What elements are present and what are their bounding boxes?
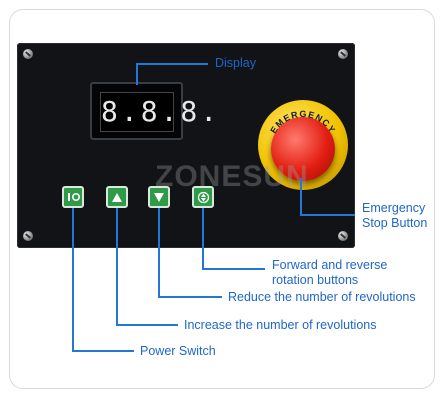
rotation-label: Forward and reverse rotation buttons bbox=[272, 258, 387, 288]
power-toggle-icon bbox=[68, 193, 80, 201]
rotation-icon bbox=[197, 191, 209, 203]
power-switch-button[interactable] bbox=[62, 186, 84, 208]
decrease-label: Reduce the number of revolutions bbox=[228, 290, 416, 304]
increase-leader-line bbox=[116, 324, 178, 326]
rotation-button[interactable] bbox=[192, 186, 214, 208]
estop-label-line1: Emergency bbox=[362, 201, 426, 215]
estop-leader-line bbox=[300, 178, 302, 216]
decrease-leader-line bbox=[158, 296, 222, 298]
estop-label: Emergency Stop Button bbox=[362, 201, 427, 231]
rotation-leader-line bbox=[202, 208, 204, 270]
power-label: Power Switch bbox=[140, 344, 216, 358]
display-leader-line bbox=[136, 63, 208, 65]
display-readout: 8.8.8. bbox=[100, 92, 217, 132]
increase-button[interactable] bbox=[106, 186, 128, 208]
screw-icon bbox=[23, 49, 33, 59]
watermark: ZONESUN bbox=[155, 160, 309, 193]
triangle-down-icon bbox=[154, 192, 164, 202]
rotation-leader-line bbox=[202, 268, 265, 270]
rotation-label-line2: rotation buttons bbox=[272, 273, 359, 287]
screw-icon bbox=[23, 231, 33, 241]
rotation-label-line1: Forward and reverse bbox=[272, 258, 388, 272]
estop-leader-line bbox=[300, 214, 355, 216]
increase-leader-line bbox=[116, 208, 118, 326]
screw-icon bbox=[338, 231, 348, 241]
power-leader-line bbox=[72, 208, 74, 352]
decrease-button[interactable] bbox=[148, 186, 170, 208]
triangle-up-icon bbox=[112, 192, 122, 202]
increase-label: Increase the number of revolutions bbox=[184, 318, 377, 332]
emergency-stop-button[interactable] bbox=[271, 117, 335, 181]
screw-icon bbox=[338, 49, 348, 59]
decrease-leader-line bbox=[158, 208, 160, 298]
power-leader-line bbox=[72, 350, 134, 352]
estop-label-line2: Stop Button bbox=[362, 216, 428, 230]
display-leader-line bbox=[136, 63, 138, 85]
display-label: Display bbox=[215, 56, 256, 70]
